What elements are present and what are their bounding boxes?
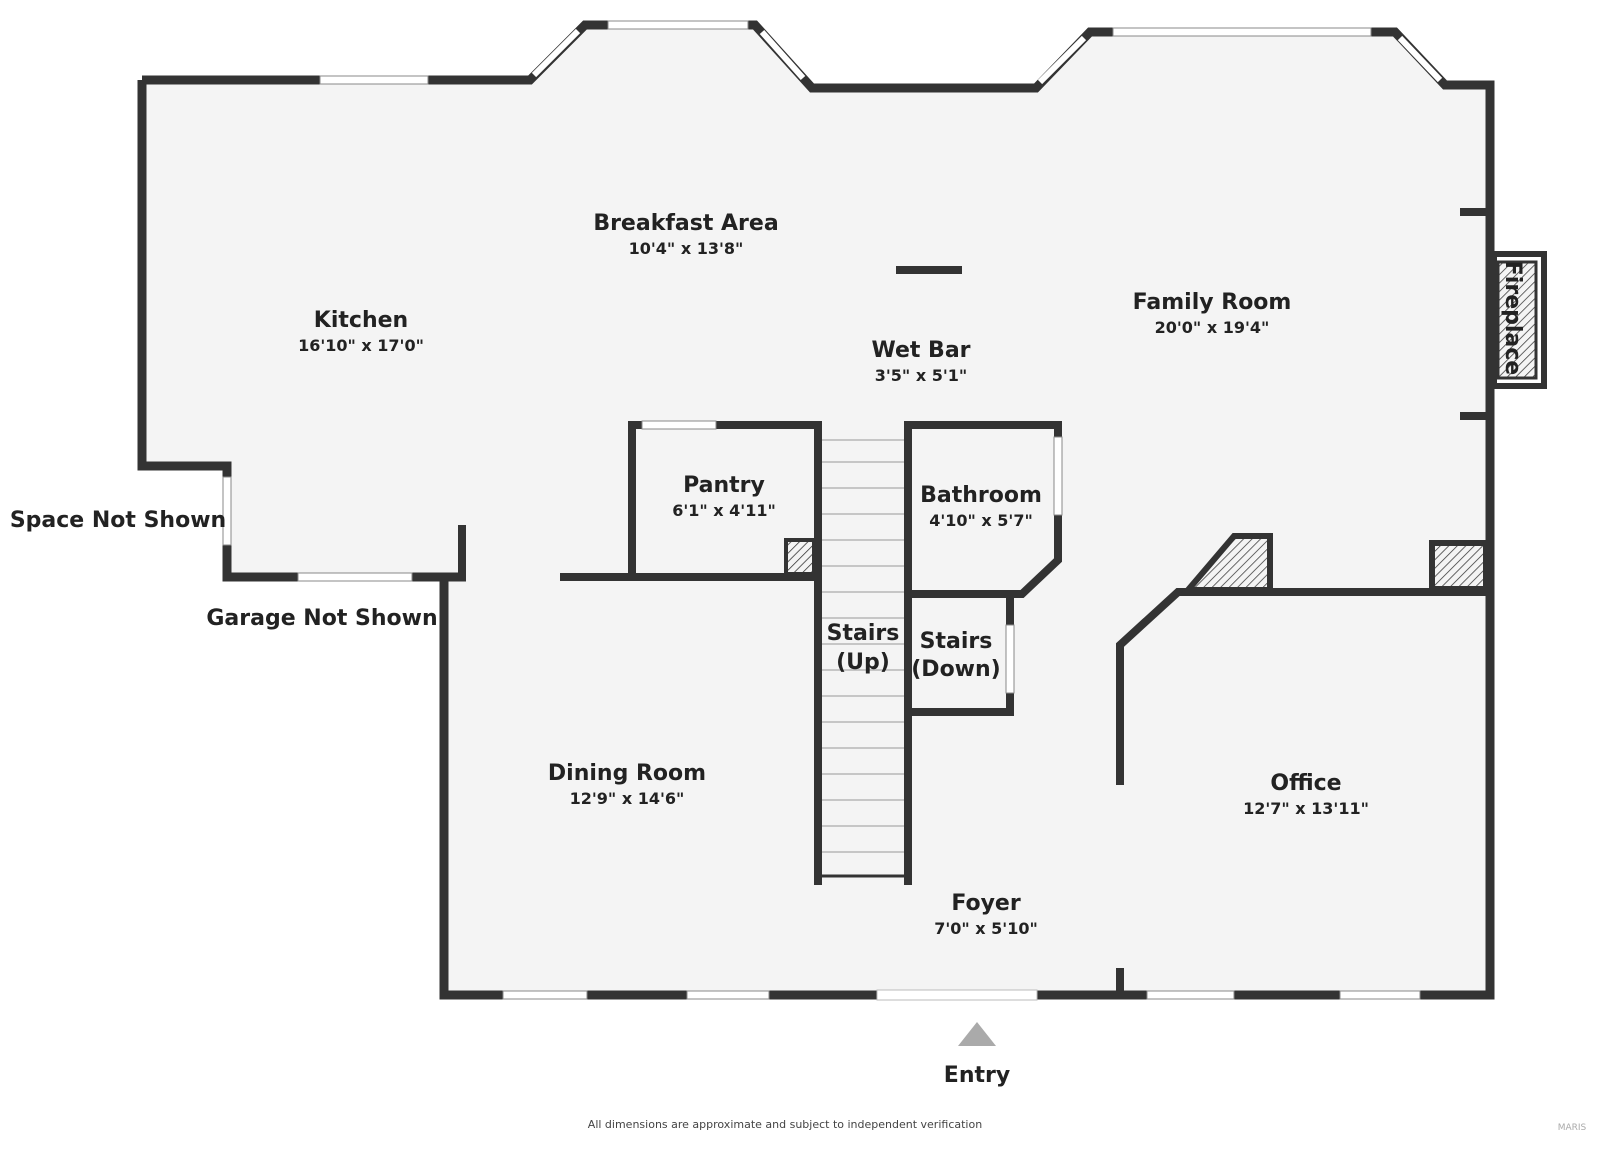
fireplace-box — [1496, 260, 1538, 380]
family-room-name: Family Room — [1133, 290, 1292, 315]
stairs-up-treads — [822, 439, 904, 878]
office-dims: 12'7" x 13'11" — [1243, 799, 1369, 818]
windows — [222, 20, 1443, 1000]
garage-not-shown-label: Garage Not Shown — [206, 606, 437, 631]
foyer-name: Foyer — [951, 891, 1021, 916]
pantry-dims: 6'1" x 4'11" — [672, 501, 776, 520]
entry-arrow-icon — [958, 1022, 996, 1046]
stairs-up-label-line2: (Up) — [836, 650, 890, 675]
bathroom-dims: 4'10" x 5'7" — [929, 511, 1033, 530]
kitchen-name: Kitchen — [314, 308, 408, 333]
stairs-down-label-line1: Stairs — [920, 629, 993, 654]
watermark: MARIS — [1558, 1123, 1587, 1133]
breakfast-area-dims: 10'4" x 13'8" — [629, 239, 744, 258]
stairs-up-label-line1: Stairs — [827, 621, 900, 646]
stairs-down-label-line2: (Down) — [911, 657, 1000, 682]
entry-label: Entry — [944, 1063, 1010, 1088]
entry-door[interactable] — [876, 989, 1038, 1001]
pantry-name: Pantry — [683, 473, 765, 498]
disclaimer-text: All dimensions are approximate and subje… — [588, 1118, 982, 1131]
breakfast-area-name: Breakfast Area — [593, 211, 778, 236]
foyer-dims: 7'0" x 5'10" — [934, 919, 1038, 938]
wet-bar-dims: 3'5" x 5'1" — [875, 366, 967, 385]
family-room-dims: 20'0" x 19'4" — [1155, 318, 1270, 337]
dining-room-name: Dining Room — [548, 761, 706, 786]
pantry-column — [784, 538, 816, 576]
kitchen-dims: 16'10" x 17'0" — [298, 336, 424, 355]
dining-room-dims: 12'9" x 14'6" — [570, 789, 685, 808]
bathroom-name: Bathroom — [920, 483, 1042, 508]
office-name: Office — [1270, 771, 1341, 796]
fireplace-label: Fireplace — [1500, 261, 1525, 375]
interior-windows — [641, 420, 1063, 694]
wet-bar-name: Wet Bar — [871, 338, 970, 363]
space-not-shown-label: Space Not Shown — [10, 508, 226, 533]
family-room-column-right — [1429, 540, 1489, 592]
family-room-column-left — [1181, 533, 1273, 593]
